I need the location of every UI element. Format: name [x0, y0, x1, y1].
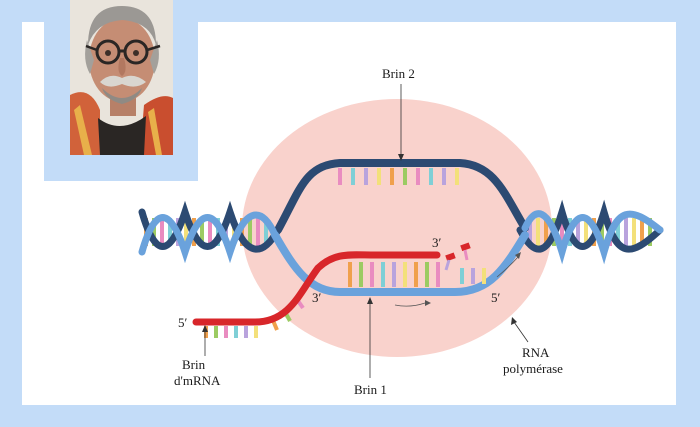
- strand-2: [274, 159, 529, 234]
- free-nucleotide: [445, 252, 456, 262]
- direction-arrow: [394, 302, 426, 307]
- base-pairs-front: [204, 168, 486, 338]
- portrait-illustration: [70, 0, 173, 155]
- leader-polymerase: [513, 321, 529, 343]
- strand-1: [271, 231, 529, 296]
- label-mrna-line-1: Brin: [182, 357, 206, 372]
- label-end-3-mid: 3′: [312, 290, 322, 305]
- left-helix-strand-back: [138, 200, 282, 253]
- right-helix-strand-front: [521, 210, 664, 265]
- mrna-strand: [192, 251, 441, 326]
- direction-arrow: [496, 256, 519, 278]
- label-mrna-line-2: d'mRNA: [174, 373, 221, 388]
- label-strand-1: Brin 1: [354, 382, 387, 397]
- leader-mrna-arrow: [202, 325, 208, 332]
- label-end-3-top: 3′: [432, 235, 442, 250]
- right-helix-strand-back: [516, 199, 664, 253]
- label-strand-2: Brin 2: [382, 66, 415, 81]
- free-nucleotide: [460, 242, 471, 252]
- leader-strand-1-arrow: [367, 297, 373, 304]
- direction-arrowhead: [515, 252, 521, 259]
- portrait-photo: [70, 0, 173, 155]
- label-end-5-right: 5′: [491, 290, 501, 305]
- label-polymerase-line-2: polymérase: [503, 361, 563, 376]
- leader-polymerase-arrow: [511, 317, 517, 325]
- left-helix-strand-front: [138, 211, 279, 264]
- direction-arrowhead: [425, 300, 431, 306]
- free-nucleotide-stem: [463, 249, 469, 261]
- label-end-5-left: 5′: [178, 315, 188, 330]
- leader-strand-2-arrow: [398, 154, 404, 161]
- free-nucleotide-stem: [444, 259, 451, 271]
- label-polymerase-line-1: RNA: [522, 345, 550, 360]
